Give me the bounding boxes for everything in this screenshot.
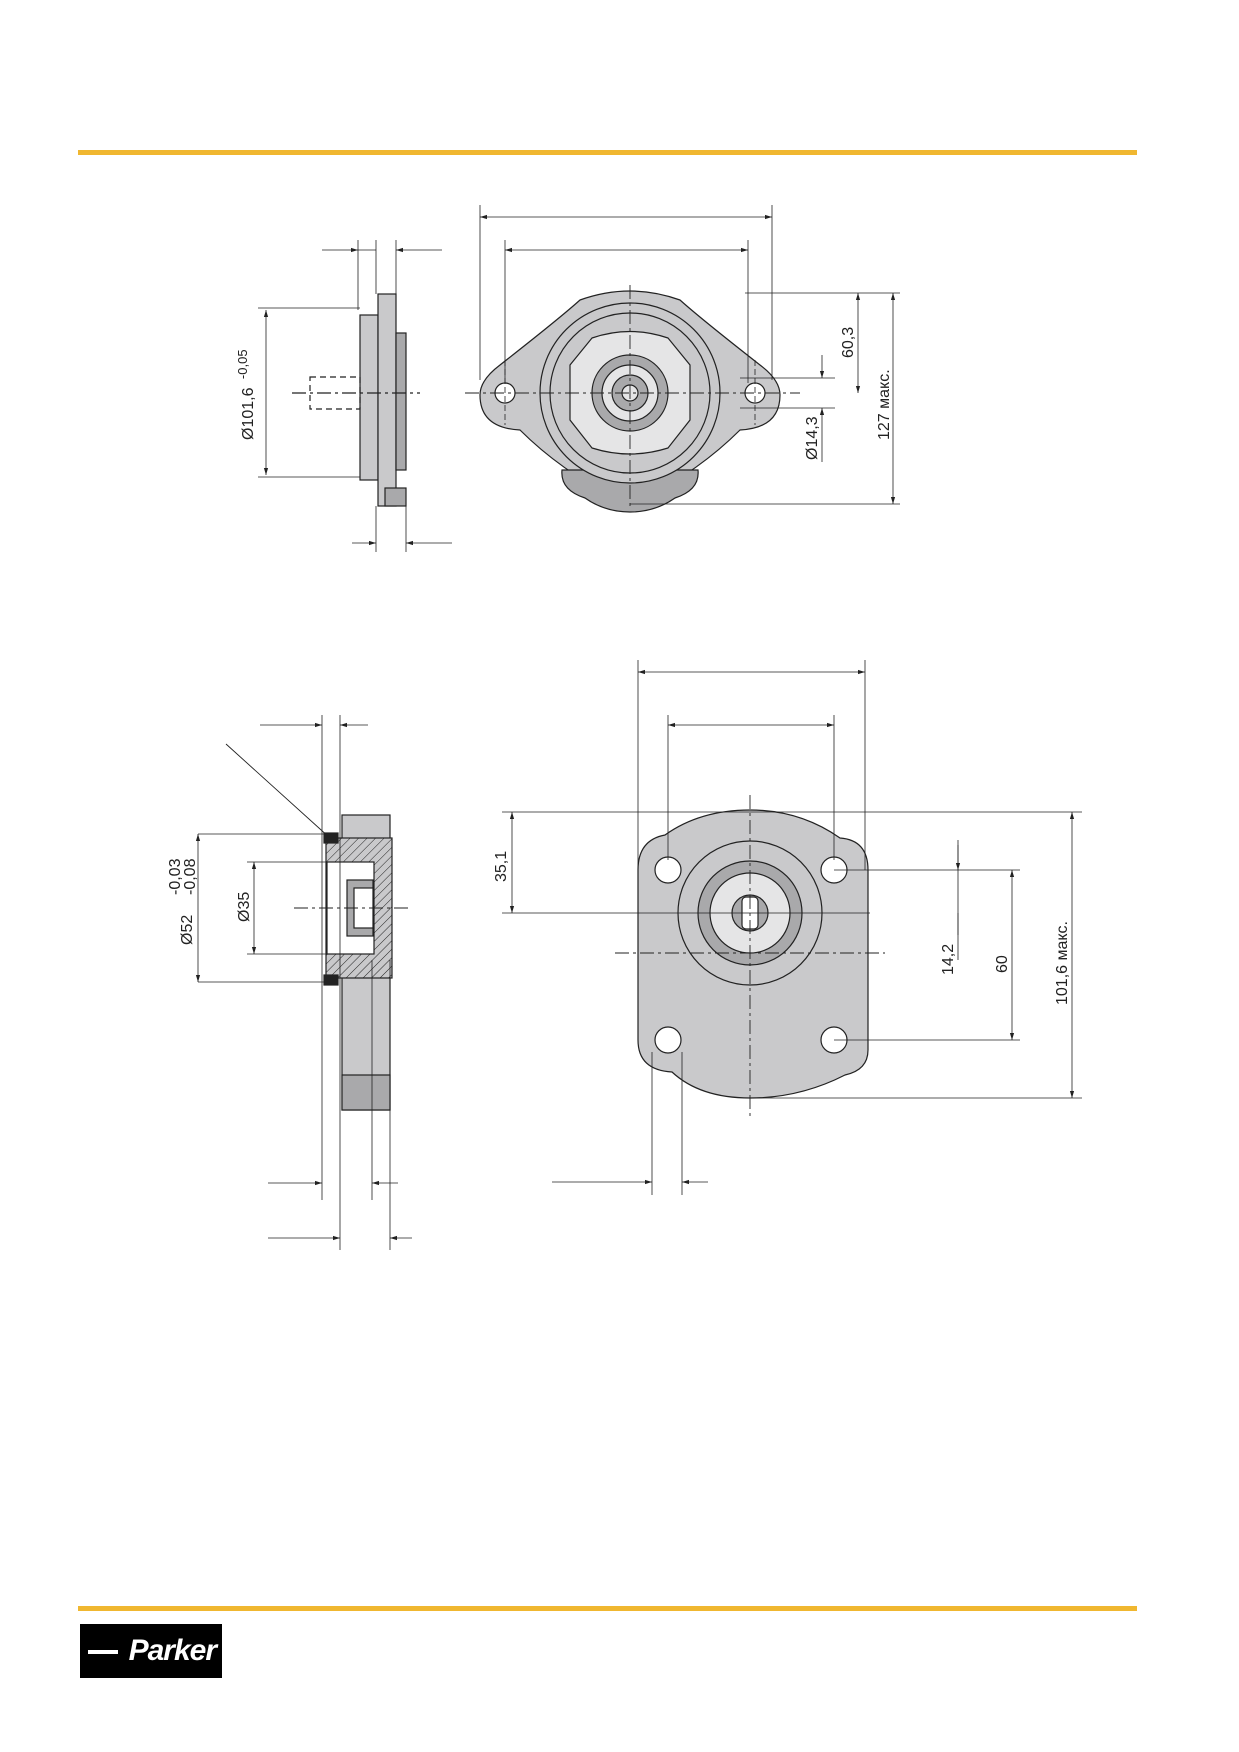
dim-pilot-tol-lower: -0,08 <box>182 858 199 895</box>
top-front-view <box>465 205 900 513</box>
top-accent-rule <box>78 150 1137 155</box>
o-ring-top <box>323 832 339 844</box>
dim-top: 35,1 <box>493 851 510 882</box>
bottom-accent-rule <box>78 1606 1137 1611</box>
flange-body <box>359 314 379 481</box>
dim-inner-diameter: Ø35 <box>236 892 253 922</box>
parker-logo: Parker <box>80 1624 222 1678</box>
dim-pilot-diameter: Ø52 <box>179 915 196 945</box>
leader-line <box>225 743 331 839</box>
flange-lower <box>341 1074 391 1111</box>
dim-shaft-diameter: Ø14,3 <box>804 416 821 460</box>
bottom-front-view <box>502 660 1082 1195</box>
o-ring-bottom <box>323 974 339 986</box>
parker-logo-icon <box>88 1650 118 1654</box>
mount-hole-bl <box>654 1026 682 1054</box>
dim-bolt-spacing: 60 <box>994 955 1011 973</box>
flange-plate <box>377 293 397 507</box>
flange-pilot <box>384 487 407 507</box>
dim-pilot-tol-upper: -0,03 <box>167 858 184 895</box>
dim-offset: 14,2 <box>940 944 957 975</box>
flange-boss <box>395 332 407 471</box>
bottom-side-view <box>195 715 412 1250</box>
dim-max-height: 127 макс. <box>876 369 893 440</box>
mount-hole-tl <box>654 856 682 884</box>
parker-logo-text: Parker <box>128 1634 217 1667</box>
dim-height: 60,3 <box>840 327 857 358</box>
top-side-view <box>258 240 452 552</box>
dim-flange-diameter: Ø101,6 -0,05 <box>235 349 257 440</box>
dim-max-height: 101,6 макс. <box>1054 921 1071 1005</box>
